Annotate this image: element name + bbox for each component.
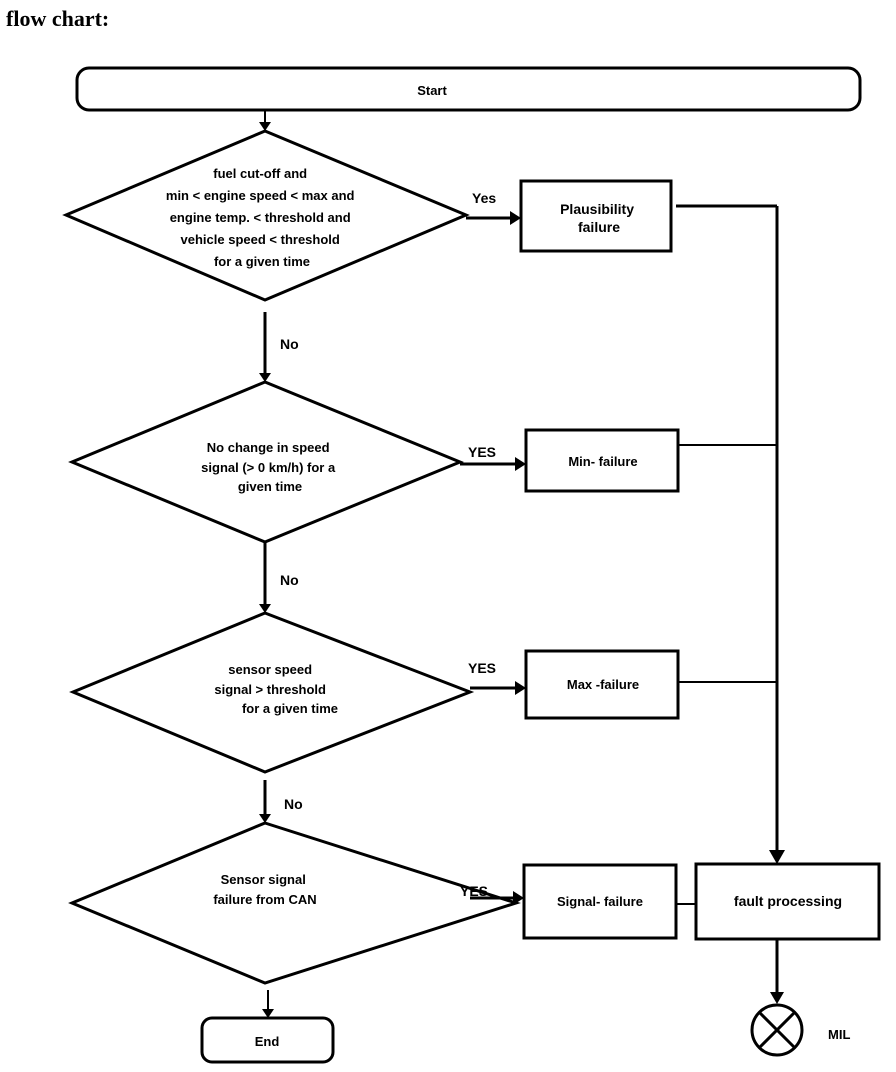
decision-3-yes-label: YES bbox=[468, 660, 496, 676]
signal-failure-label: Signal- failure bbox=[557, 894, 643, 909]
page-heading: flow chart: bbox=[6, 6, 110, 31]
arrowhead bbox=[769, 850, 785, 864]
decision-1-text: fuel cut-off and min < engine speed < ma… bbox=[166, 166, 358, 269]
arrowhead bbox=[259, 373, 271, 382]
min-failure-label: Min- failure bbox=[568, 454, 637, 469]
fault-processing-box bbox=[694, 862, 881, 941]
arrowhead bbox=[259, 604, 271, 613]
decision-1-line-1: fuel cut-off and bbox=[213, 166, 307, 181]
end-terminator bbox=[200, 1016, 335, 1064]
end-label: End bbox=[255, 1034, 280, 1049]
decision-2-line-3: given time bbox=[238, 479, 302, 494]
failure-box-min bbox=[524, 428, 680, 493]
failure-box-plausibility bbox=[519, 179, 673, 253]
decision-1-line-3: engine temp. < threshold and bbox=[170, 210, 351, 225]
decision-1-no-label: No bbox=[280, 336, 299, 352]
decision-1-diamond bbox=[62, 129, 470, 302]
arrowhead bbox=[770, 992, 784, 1004]
plausibility-line-2: failure bbox=[578, 219, 620, 235]
mil-label: MIL bbox=[828, 1027, 850, 1042]
decision-1-line-4: vehicle speed < threshold bbox=[181, 232, 340, 247]
decision-2-line-1: No change in speed bbox=[207, 440, 330, 455]
start-terminator bbox=[75, 66, 862, 112]
plausibility-line-1: Plausibility bbox=[560, 201, 634, 217]
decision-4-line-1: Sensor signal bbox=[221, 872, 306, 887]
decision-4-diamond bbox=[68, 821, 521, 985]
decision-4-text: Sensor signal failure from CAN bbox=[213, 872, 316, 907]
failure-box-signal bbox=[522, 863, 678, 940]
decision-3-no-label: No bbox=[284, 796, 303, 812]
arrowhead bbox=[515, 681, 526, 695]
arrowhead bbox=[513, 891, 524, 905]
decision-1-line-2: min < engine speed < max and bbox=[166, 188, 355, 203]
decision-3-line-3: for a given time bbox=[242, 701, 338, 716]
decision-4-line-2: failure from CAN bbox=[213, 892, 316, 907]
arrowhead bbox=[510, 211, 521, 225]
decision-2-line-2: signal (> 0 km/h) for a bbox=[201, 460, 336, 475]
decision-2-text: No change in speed signal (> 0 km/h) for… bbox=[201, 440, 339, 494]
failure-box-max bbox=[524, 649, 680, 720]
decision-2-yes-label: YES bbox=[468, 444, 496, 460]
max-failure-label: Max -failure bbox=[567, 677, 639, 692]
decision-3-diamond bbox=[69, 611, 475, 774]
decision-1-yes-label: Yes bbox=[472, 190, 496, 206]
decision-1-line-5: for a given time bbox=[214, 254, 310, 269]
arrowhead bbox=[262, 1009, 274, 1018]
arrowhead bbox=[259, 814, 271, 823]
decision-4-yes-label: YES bbox=[460, 883, 488, 899]
arrowhead bbox=[259, 122, 271, 131]
decision-2-no-label: No bbox=[280, 572, 299, 588]
decision-3-line-2: signal > threshold bbox=[214, 682, 326, 697]
arrowhead bbox=[515, 457, 526, 471]
plausibility-text: Plausibility failure bbox=[560, 201, 638, 235]
fault-processing-label: fault processing bbox=[734, 893, 842, 909]
decision-3-line-1: sensor speed bbox=[228, 662, 312, 677]
start-label: Start bbox=[417, 83, 447, 98]
mil-lamp-icon bbox=[750, 1003, 804, 1057]
decision-3-text: sensor speed signal > threshold for a gi… bbox=[214, 662, 338, 716]
